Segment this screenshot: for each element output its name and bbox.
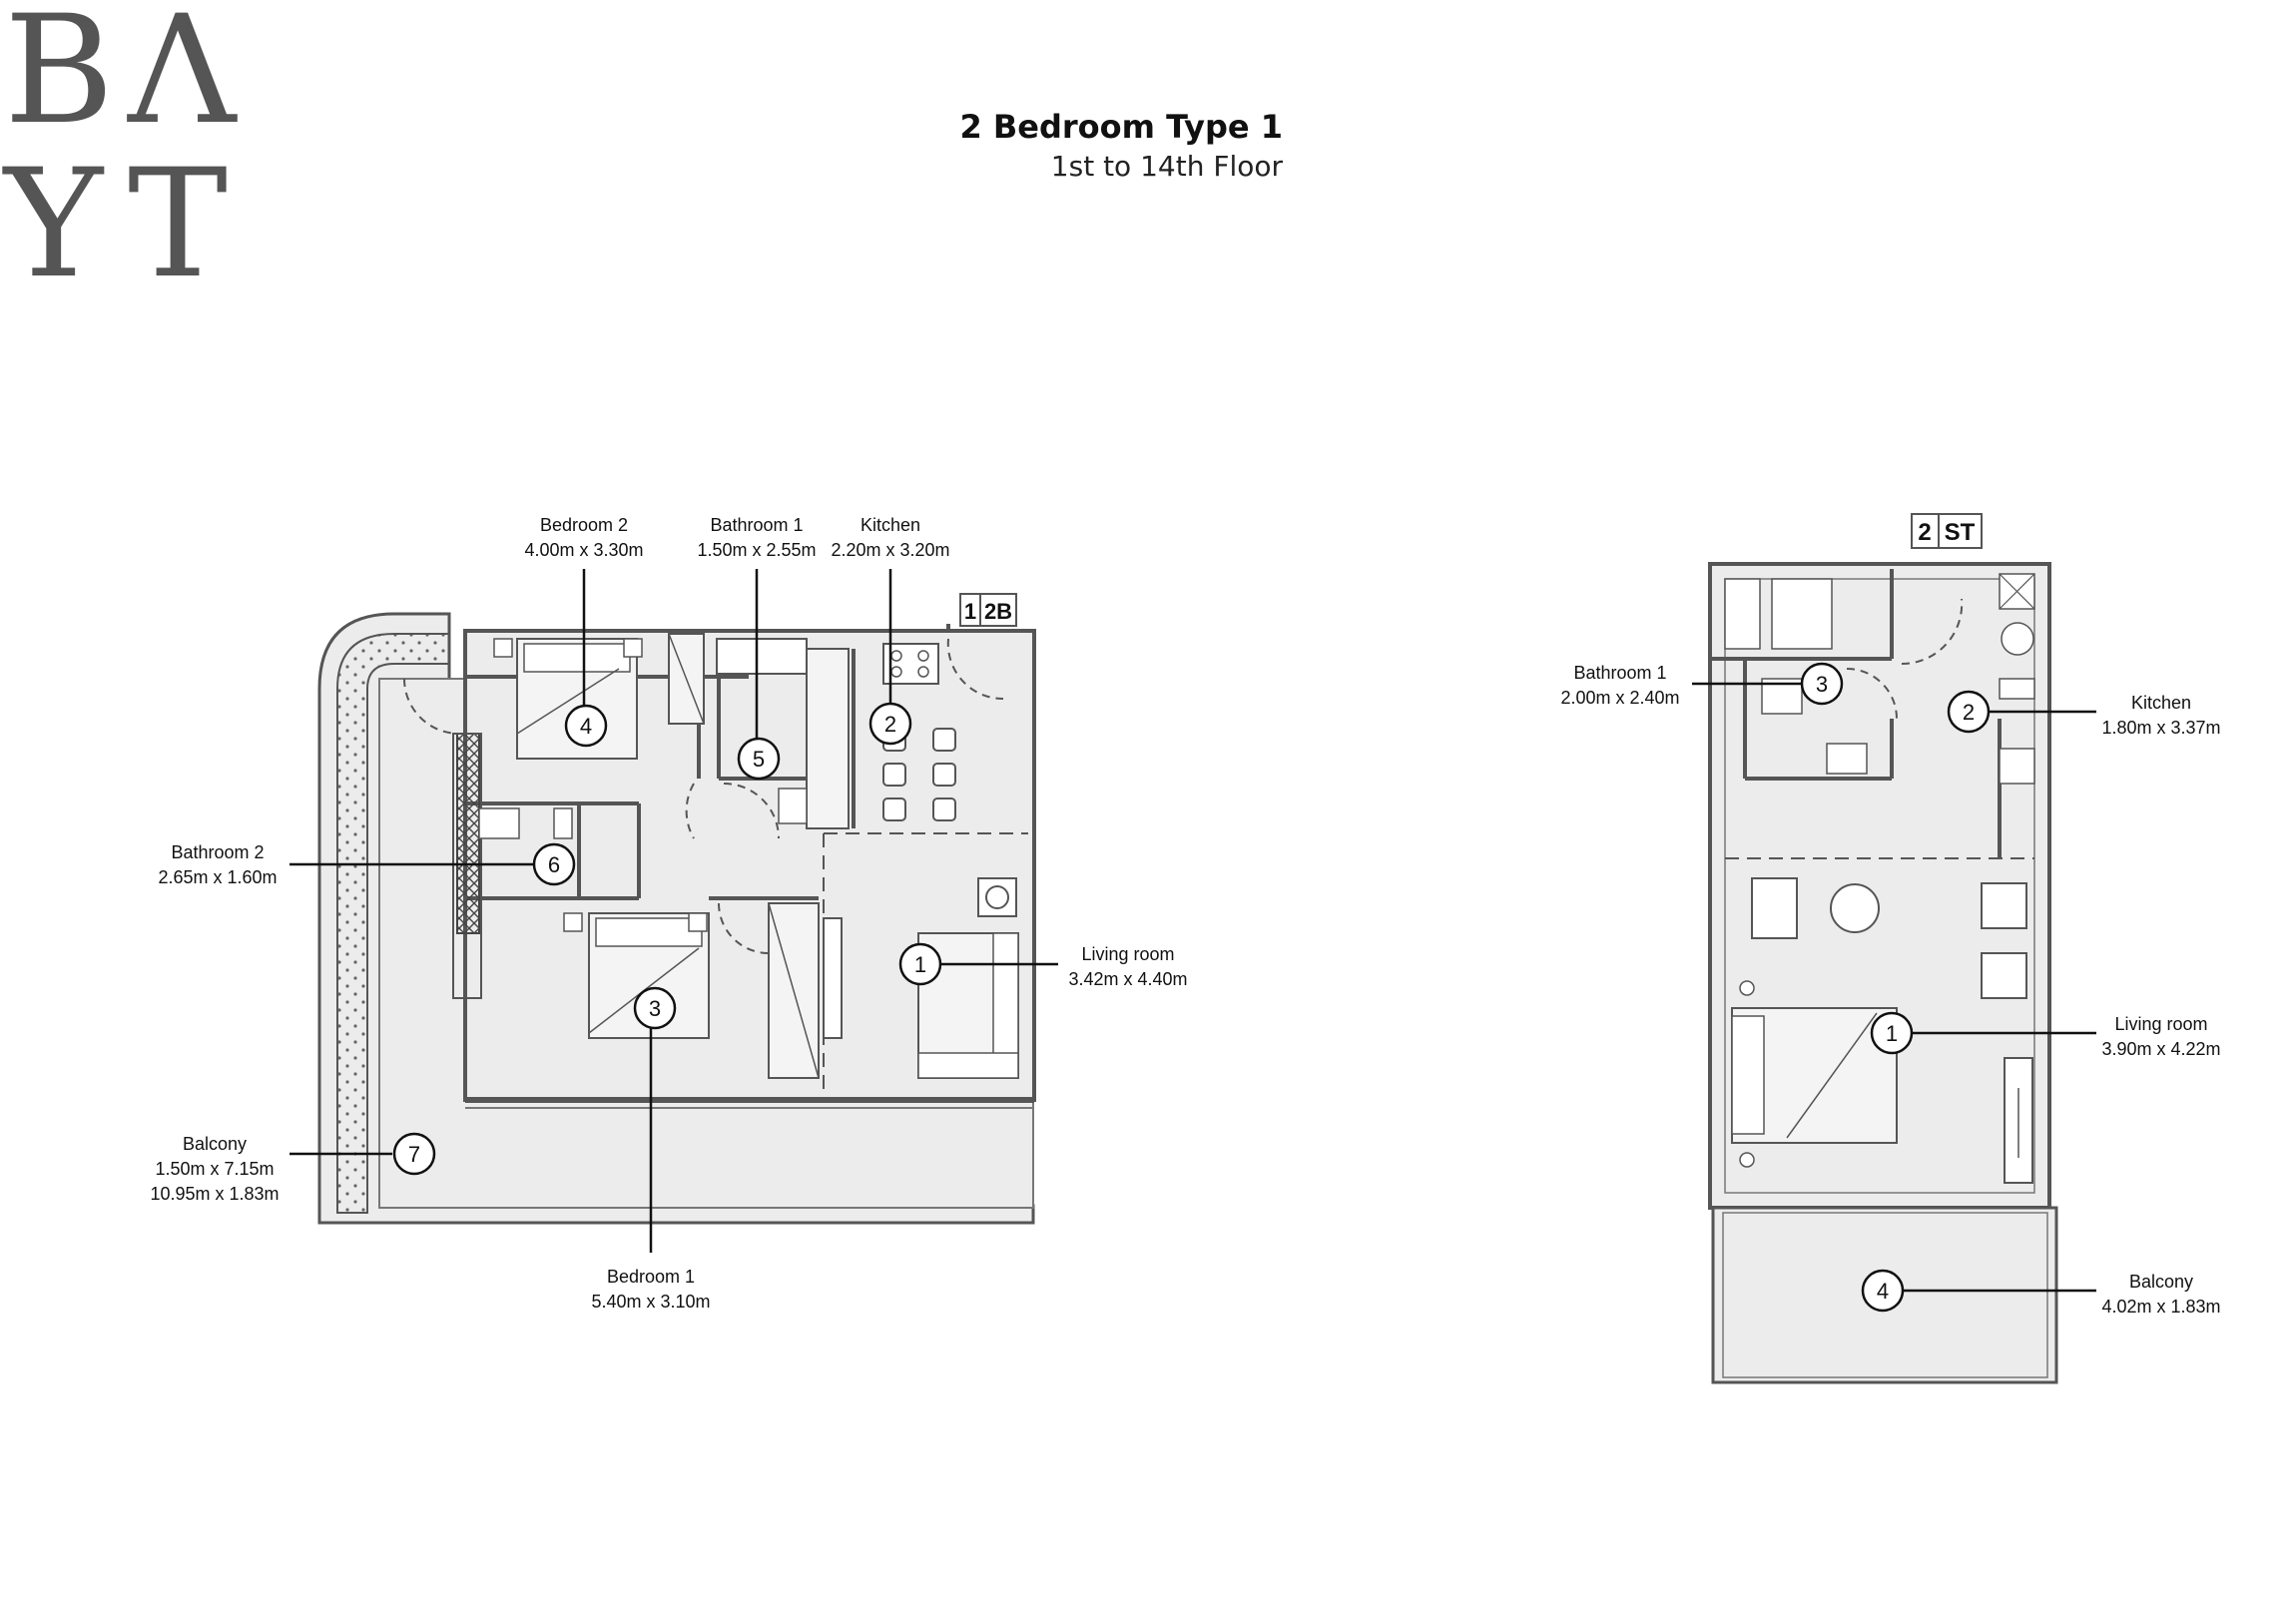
page-header: 2 Bedroom Type 1 1st to 14th Floor [959,108,1283,183]
right-callout-lines [1692,682,2096,1293]
page-title: 2 Bedroom Type 1 [959,108,1283,146]
left-unit-tag-type: 2B [984,599,1012,624]
left-marker-4: 4 [564,704,608,748]
left-label-bedroom2-name: Bedroom 2 [540,515,628,535]
left-marker-3: 3 [633,986,677,1030]
left-marker-3-num: 3 [649,996,661,1021]
right-callout-markers: 1 2 3 4 [1800,662,1991,1313]
left-label-bathroom2-size: 2.65m x 1.60m [158,867,277,887]
left-label-balcony-name: Balcony [183,1134,247,1154]
left-label-bathroom2-name: Bathroom 2 [171,842,264,862]
right-label-balcony-name: Balcony [2129,1272,2193,1292]
right-unit-tag: 2 ST [1911,513,1983,549]
left-marker-6-num: 6 [548,852,560,877]
left-marker-7-num: 7 [408,1142,420,1167]
left-label-balcony-size2: 10.95m x 1.83m [150,1184,279,1204]
right-marker-3: 3 [1800,662,1844,706]
left-marker-7: 7 [392,1132,436,1176]
left-label-living-size: 3.42m x 4.40m [1068,969,1187,989]
right-marker-4: 4 [1861,1269,1905,1313]
left-hatched-wall [456,733,480,934]
right-marker-1: 1 [1870,1011,1914,1055]
page-subtitle: 1st to 14th Floor [1050,150,1283,183]
left-marker-5-num: 5 [753,747,765,772]
left-marker-1-num: 1 [914,952,926,977]
left-label-living-name: Living room [1081,944,1174,964]
left-marker-2-num: 2 [884,712,896,737]
left-room-labels: Living room 3.42m x 4.40m Kitchen 2.20m … [150,515,1187,1312]
left-label-bedroom1-name: Bedroom 1 [607,1267,695,1287]
left-planter [336,633,450,1214]
left-unit-tag-num: 1 [964,599,976,624]
left-bed-2 [493,638,643,760]
right-marker-4-num: 4 [1877,1279,1889,1304]
right-label-living-size: 3.90m x 4.22m [2101,1039,2220,1059]
right-marker-2-num: 2 [1963,700,1975,725]
right-walls [1710,569,2002,858]
left-marker-1: 1 [898,942,942,986]
left-callout-markers: 1 2 3 4 5 6 7 [392,702,942,1176]
left-label-kitchen-name: Kitchen [861,515,920,535]
right-room-labels: Living room 3.90m x 4.22m Kitchen 1.80m … [1560,663,2220,1317]
left-marker-6: 6 [532,842,576,886]
logo-letter-t: T [128,138,229,311]
logo-letter-y: Y [4,138,104,311]
left-label-bathroom1-name: Bathroom 1 [710,515,803,535]
left-door-swings [403,638,1004,954]
right-unit-tag-num: 2 [1918,519,1931,546]
left-label-bedroom2-size: 4.00m x 3.30m [524,540,643,560]
left-marker-5: 5 [737,737,781,781]
right-label-kitchen-size: 1.80m x 3.37m [2101,718,2220,738]
right-label-balcony-size: 4.02m x 1.83m [2101,1297,2220,1317]
right-label-bathroom1-name: Bathroom 1 [1573,663,1666,683]
right-label-living-name: Living room [2114,1014,2207,1034]
left-callout-lines [289,569,1058,1253]
left-marker-2: 2 [868,702,912,746]
right-marker-1-num: 1 [1886,1021,1898,1046]
logo-letter-b: B [4,0,115,158]
plan-right: 2 ST [1708,513,2058,1384]
right-label-kitchen-name: Kitchen [2131,693,2191,713]
left-label-bedroom1-size: 5.40m x 3.10m [591,1292,710,1312]
left-label-balcony-size: 1.50m x 7.15m [155,1159,274,1179]
left-label-kitchen-size: 2.20m x 3.20m [831,540,949,560]
plan-left: 1 2B [317,593,1036,1225]
right-marker-2: 2 [1947,690,1991,734]
left-marker-4-num: 4 [580,714,592,739]
logo-letter-lambda: Λ [128,0,237,158]
left-label-bathroom1-size: 1.50m x 2.55m [697,540,816,560]
right-marker-3-num: 3 [1816,672,1828,697]
left-unit-tag: 1 2B [959,593,1017,627]
right-label-bathroom1-size: 2.00m x 2.40m [1560,688,1679,708]
right-unit-tag-type: ST [1945,519,1976,546]
right-bed [1731,980,1898,1168]
